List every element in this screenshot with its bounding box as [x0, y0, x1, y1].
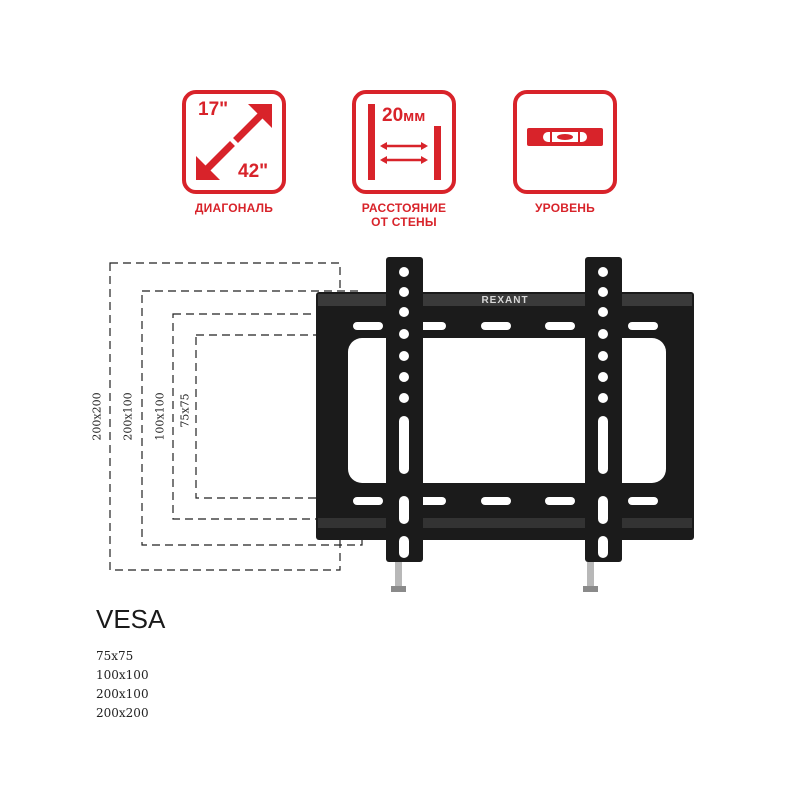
diagonal-feature-box: 17" 42": [182, 90, 286, 194]
right-bracket-arm: [585, 257, 622, 562]
vesa-label-100x100: 100x100: [153, 392, 167, 441]
bubble-level-icon: [527, 128, 603, 146]
distance-unit: мм: [403, 108, 426, 125]
max-diagonal-text: 42": [238, 161, 269, 182]
distance-number: 20: [382, 105, 404, 126]
vesa-sizes-list: 75x75 100x100 200x100 200x200: [96, 647, 149, 723]
vesa-label-200x100: 200x100: [121, 392, 135, 441]
vesa-size-item: 200x100: [96, 687, 149, 701]
rexant-logo: REXANT: [481, 295, 528, 306]
diagonal-caption: ДИАГОНАЛЬ: [194, 201, 274, 215]
vesa-title: VESA: [96, 604, 166, 634]
bracket-diagram: REXANT: [109, 257, 694, 592]
distance-value: 20мм: [382, 106, 425, 127]
vesa-size-item: 200x200: [96, 706, 149, 720]
vesa-label-200x200: 200x200: [90, 392, 104, 441]
vesa-outline-200x100: [141, 290, 363, 546]
diagonal-arrows-icon: [196, 104, 272, 180]
safety-screws: [391, 562, 598, 592]
wall-distance-caption-line1: РАССТОЯНИЕ: [361, 201, 447, 215]
vesa-outline-200x200: [109, 262, 341, 571]
wall-distance-caption: РАССТОЯНИЕ ОТ СТЕНЫ: [314, 201, 494, 229]
wall-distance-caption-line2: ОТ СТЕНЫ: [371, 215, 437, 229]
wall-distance-icon: [368, 104, 441, 180]
level-caption: УРОВЕНЬ: [534, 201, 595, 215]
min-diagonal-text: 17": [198, 99, 229, 120]
bracket-frame: [316, 292, 694, 540]
left-bracket-arm: [386, 257, 423, 562]
vesa-size-item: 75x75: [96, 649, 134, 663]
vesa-size-item: 100x100: [96, 668, 149, 682]
wall-distance-feature-box: 20мм: [352, 90, 456, 194]
level-feature-box: [513, 90, 617, 194]
vesa-label-75x75: 75x75: [178, 393, 192, 428]
